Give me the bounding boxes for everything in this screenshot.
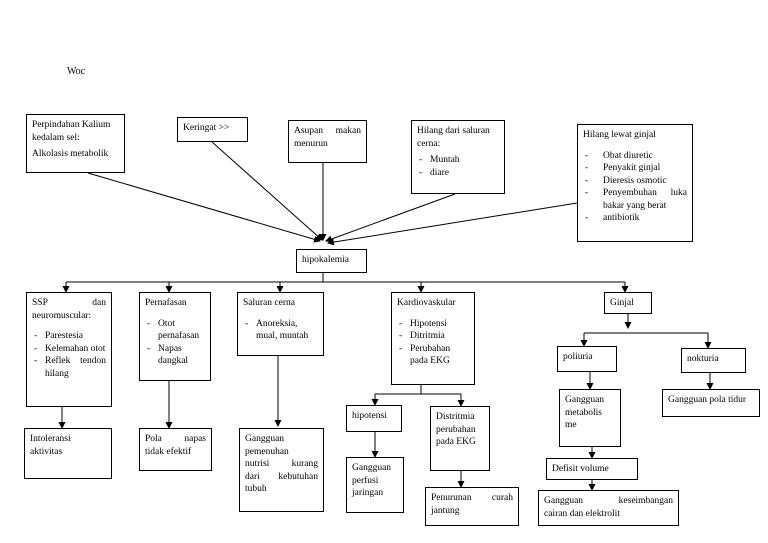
box-perpindahan-kalium: Perpindahan Kalium kedalam sel: Alkolasi… [26,114,125,173]
box-pernafasan: Pernafasan Otot pernafasan Napas dangkal [139,292,211,381]
list-item: Perubahan pada EKG [397,343,469,368]
list-item: Kelemahan otot [32,343,106,356]
box-ssp-neuromuscular: SSP dan neuromuscular: Parestesia Kelema… [26,292,112,407]
list-item: Napas dangkal [145,343,205,368]
box-gangguan-metabolisme: Gangguan metabolis me [559,389,621,447]
box-hilang-saluran-cerna: Hilang dari saluran cerna: Muntah diare [411,120,505,194]
box-gangguan-perfusi: Gangguan perfusi jaringan [346,457,404,513]
box-defisit-volume: Defisit volume [546,458,638,480]
box-distritmia: Distritmia perubahan pada EKG [430,406,490,471]
box-poliuria: poliuria [557,346,617,372]
list-item: diare [417,167,499,180]
list-item: Dieresis osmotic [583,175,687,188]
list-item: Obat diuretic [583,150,687,163]
list-item: Muntah [417,154,499,167]
box-keringat: Keringat >> [177,117,248,142]
list-item: Penyakit ginjal [583,162,687,175]
box-hipotensi: hipotensi [346,405,402,432]
box-intoleransi-aktivitas: Intoleransi aktivitas [24,428,112,479]
arrow-keringat-to-hipokalemia [211,141,323,241]
list-item: Anoreksia, mual, muntah [243,318,318,343]
box-gangguan-pola-tidur: Gangguan pola tidur [662,389,760,417]
box-ginjal: Ginjal [604,292,652,314]
box-saluran-cerna: Saluran cerna Anoreksia, mual, muntah [237,292,324,356]
box-gangguan-keseimbangan: Gangguan keseimbangan cairan dan elektro… [538,490,679,526]
list-item: Ditritmia [397,330,469,343]
arrow-hilang-ginjal-to-hipokalemia [327,202,578,246]
box-hipokalemia: hipokalemia [296,249,367,273]
box-kardiovaskular: Kardiovaskular Hipotensi Ditritmia Perub… [391,292,475,385]
diagram-title: Woc [67,66,86,77]
box-penurunan-curah-jantung: Penurunan curah jantung [425,487,519,526]
box-hilang-lewat-ginjal: Hilang lewat ginjal Obat diuretic Penyak… [577,124,693,242]
list-item: antibiotik [583,212,687,225]
list-item: Reflek tendon hilang [32,355,106,380]
list-item: Penyembuhan luka bakar yang berat [583,187,687,212]
box-pola-napas: Pola napas tidak efektif [139,428,212,471]
arrow-perpindahan-to-hipokalemia [87,172,321,243]
box-asupan-makan: Asupan makan menurun [288,120,367,163]
list-item: Hipotensi [397,318,469,331]
list-item: Otot pernafasan [145,318,205,343]
box-nokturia: nokturia [681,348,746,373]
box-gangguan-nutrisi: Gangguan pemenuhan nutrisi kurang dari k… [239,428,324,512]
list-item: Parestesia [32,330,106,343]
arrow-hilang-saluran-to-hipokalemia [325,193,456,243]
